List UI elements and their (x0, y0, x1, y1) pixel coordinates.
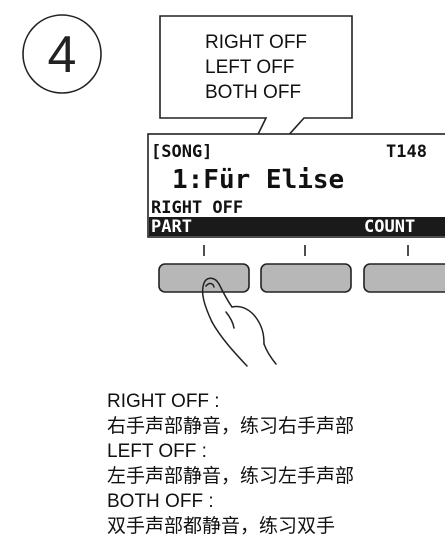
callout-option-both: BOTH OFF (205, 82, 301, 103)
display-song-title: 1:Für Elise (172, 165, 344, 195)
step-circle (22, 14, 102, 94)
panel-buttons (158, 263, 445, 293)
option-explanations: RIGHT OFF : 右手声部静音，练习右手声部 LEFT OFF : 左手声… (107, 389, 437, 539)
note-left-off-heading: LEFT OFF : (107, 441, 207, 462)
display-tempo: T148 (386, 142, 427, 162)
option-callout: RIGHT OFF LEFT OFF BOTH OFF (159, 15, 353, 211)
knuckle-curve (231, 305, 265, 345)
panel-button-center[interactable] (260, 263, 352, 293)
finger-outline (201, 277, 233, 323)
step-number: 4 (48, 26, 77, 84)
soft-key-right-label: COUNT (364, 217, 415, 237)
soft-key-bar (149, 217, 445, 236)
button-indicators (203, 245, 409, 256)
note-left-off-description: 左手声部静音，练习左手声部 (107, 466, 355, 487)
display-status: RIGHT OFF (151, 198, 243, 218)
note-both-off-description: 双手声部都静音，练习双手 (107, 516, 336, 537)
panel-button-right[interactable] (363, 263, 445, 293)
hand-edge-lower (211, 321, 248, 367)
lcd-display: [SONG] T148 1:Für Elise RIGHT OFF PART C… (147, 133, 445, 238)
step-badge: 4 (22, 14, 102, 94)
soft-key-left-label: PART (151, 217, 192, 237)
pressing-hand-icon (201, 277, 277, 367)
fingernail (205, 282, 215, 288)
note-right-off-description: 右手声部静音，练习右手声部 (107, 416, 355, 437)
display-mode-label: [SONG] (151, 142, 212, 162)
callout-option-right: RIGHT OFF (205, 32, 307, 53)
finger-joint (225, 311, 235, 329)
note-right-off-heading: RIGHT OFF : (107, 391, 220, 412)
callout-option-left: LEFT OFF (205, 57, 294, 78)
panel-button-left[interactable] (158, 263, 250, 293)
hand-edge-upper (263, 343, 277, 365)
note-both-off-heading: BOTH OFF : (107, 491, 214, 512)
